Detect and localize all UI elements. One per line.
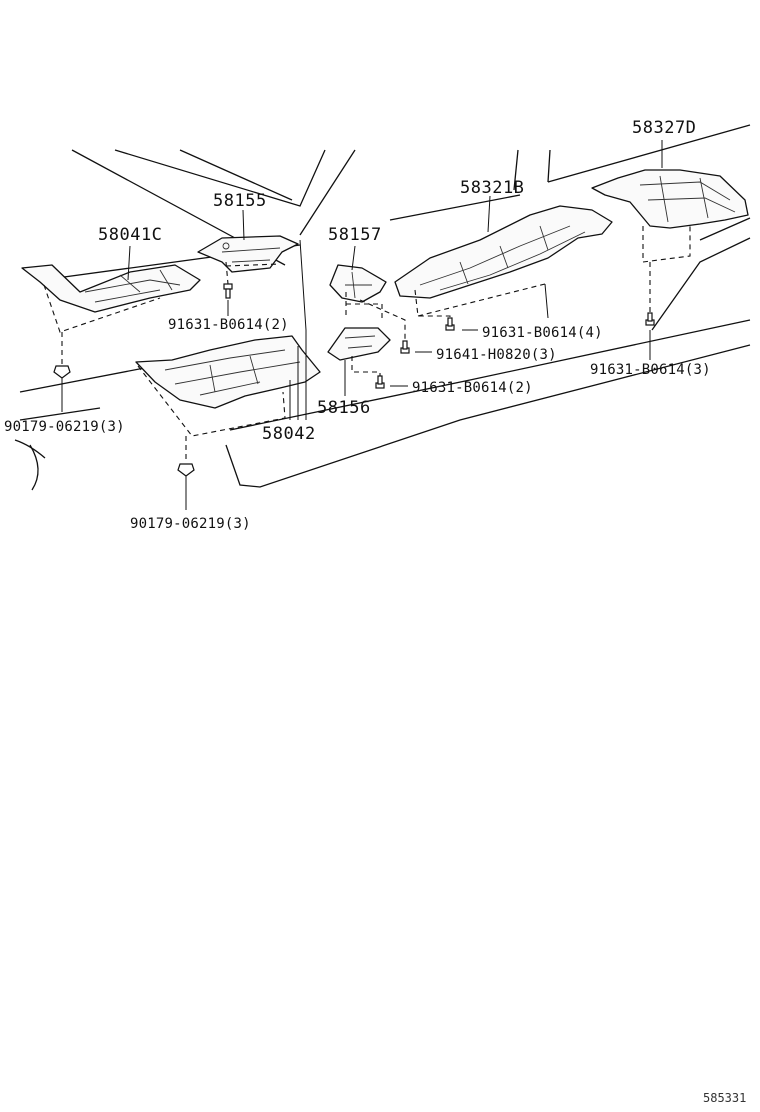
part-label-58327d: 58327D — [632, 118, 697, 138]
fastener-label-91631-b0614-4: 91631-B0614(4) — [482, 325, 603, 341]
leader-lines — [61, 140, 663, 510]
fastener-label-91641-h0820-3: 91641-H0820(3) — [436, 347, 557, 363]
bolt-icon — [400, 340, 410, 354]
part-58155-shape — [197, 235, 299, 273]
part-58041c-shape — [21, 264, 201, 313]
vehicle-body-outline — [14, 124, 751, 491]
part-label-58157: 58157 — [328, 225, 382, 245]
nut-icon — [53, 365, 71, 379]
part-58042-shape — [135, 335, 321, 409]
part-58156-shape — [327, 327, 391, 361]
part-label-58321b: 58321B — [460, 178, 525, 198]
part-58157-shape — [329, 264, 387, 303]
part-label-58042: 58042 — [262, 424, 316, 444]
fastener-label-91631-b0614-2: 91631-B0614(2) — [168, 317, 289, 333]
fasteners-drawn — [53, 283, 655, 477]
bolt-icon — [445, 317, 455, 331]
part-label-58155: 58155 — [213, 191, 267, 211]
part-58321b-shape — [394, 205, 613, 299]
fastener-label-91631-b0614-3: 91631-B0614(3) — [590, 362, 711, 378]
part-label-58156: 58156 — [317, 398, 371, 418]
fastener-label-91631-b0614-2b: 91631-B0614(2) — [412, 380, 533, 396]
bolt-icon — [223, 283, 233, 299]
part-label-58041c: 58041C — [98, 225, 163, 245]
bolt-icon — [375, 375, 385, 389]
nut-icon — [177, 463, 195, 477]
fastener-label-90179-06219-bottom: 90179-06219(3) — [130, 516, 251, 532]
bolt-icon — [645, 312, 655, 326]
fastener-label-90179-06219-left: 90179-06219(3) — [4, 419, 125, 435]
diagram-reference-number: 585331 — [703, 1091, 747, 1105]
part-58327d-shape — [591, 169, 749, 229]
alignment-guides — [43, 226, 691, 462]
